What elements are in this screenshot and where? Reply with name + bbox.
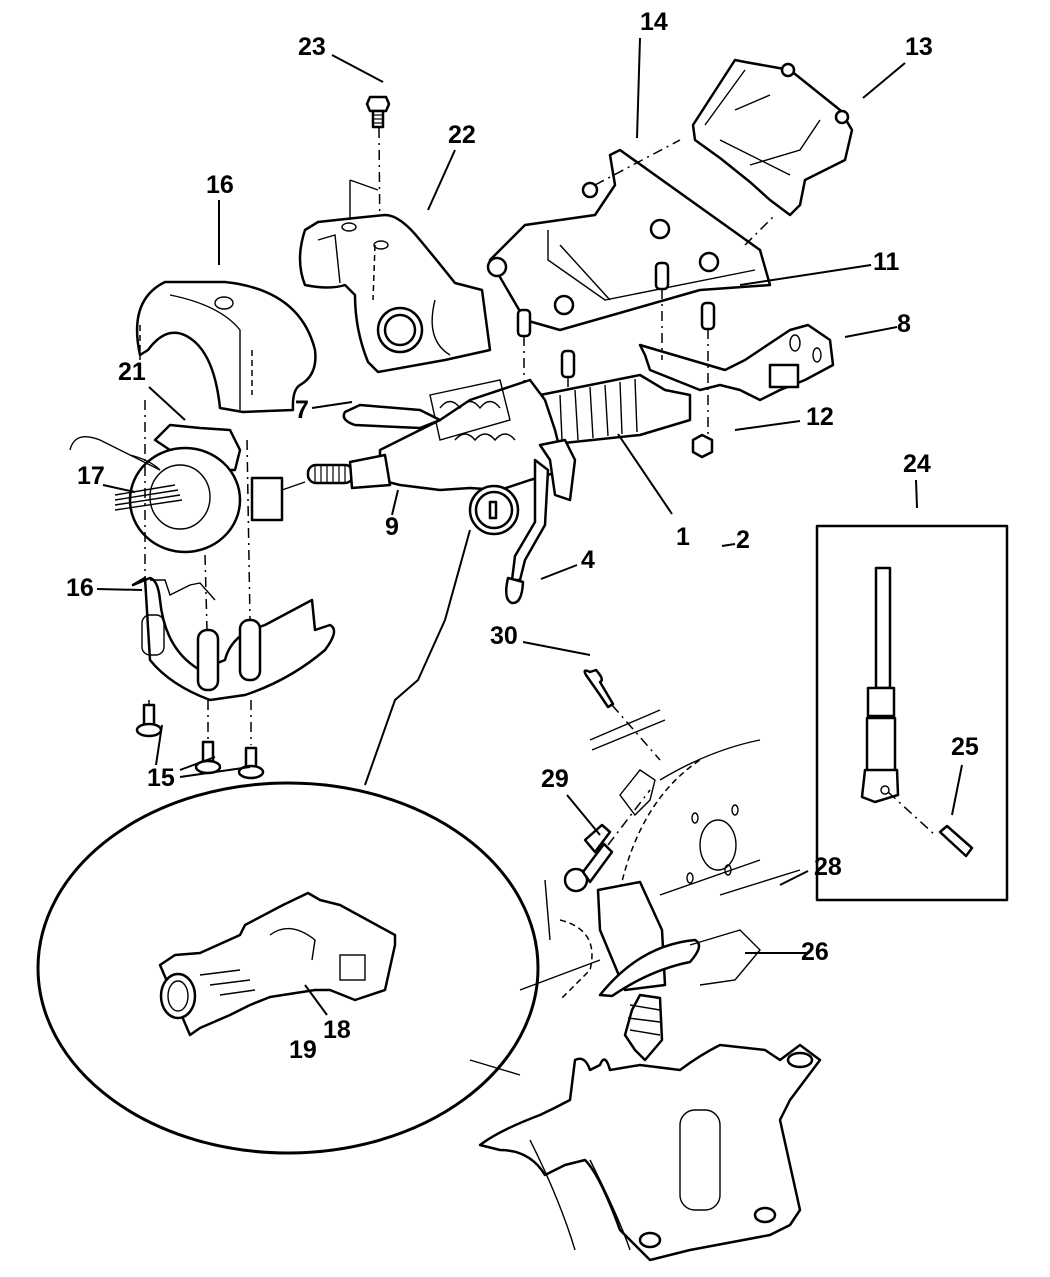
part-13-support-bracket (691, 58, 854, 217)
part-11-studs (516, 261, 716, 445)
callout-19: 19 (289, 1036, 317, 1064)
callout-16-upper: 16 (206, 171, 234, 199)
part-30-clip (583, 668, 661, 761)
callout-29: 29 (541, 765, 569, 793)
part-23-bolt (365, 95, 391, 251)
part-7-lever (342, 403, 442, 430)
callout-7: 7 (295, 396, 309, 424)
callout-26: 26 (801, 938, 829, 966)
callout-25: 25 (951, 733, 979, 761)
callout-11: 11 (873, 248, 900, 276)
callout-28: 28 (814, 853, 842, 881)
part-29-screw (563, 769, 656, 893)
part-1-steering-column (306, 373, 692, 536)
callout-16-lower: 16 (66, 574, 94, 602)
callout-24: 24 (903, 450, 931, 478)
callout-2: 2 (736, 526, 750, 554)
callout-21: 21 (118, 358, 146, 386)
callout-18: 18 (323, 1016, 351, 1044)
callout-1: 1 (676, 523, 690, 551)
callout-9: 9 (385, 513, 399, 541)
callout-4: 4 (581, 546, 595, 574)
part-8-column-bracket (638, 323, 835, 402)
detail-circle-ignition (36, 529, 540, 1155)
steering-gear-bracket (478, 993, 822, 1262)
part-21-switch-housing (128, 423, 306, 554)
part-4-shift-lever (504, 438, 577, 605)
part-24-intermediate-shaft-kit (815, 524, 1009, 902)
callout-17: 17 (77, 462, 105, 490)
callout-22: 22 (448, 121, 476, 149)
callout-30: 30 (490, 622, 518, 650)
callout-12: 12 (806, 403, 834, 431)
part-26-seal-plate (598, 929, 761, 998)
part-12-nut (691, 433, 714, 459)
callout-14: 14 (640, 8, 668, 36)
callout-8: 8 (897, 310, 911, 338)
part-16-lower-shroud (131, 400, 336, 702)
callout-labels: 23 14 13 22 16 11 8 21 7 12 17 24 9 1 2 … (66, 8, 979, 1064)
part-16-upper-shroud (135, 280, 317, 414)
callout-15: 15 (147, 764, 175, 792)
leader-lines (96, 37, 963, 1016)
part-14-mounting-plate (486, 139, 776, 332)
body-structure-outline (469, 709, 801, 1076)
callout-23: 23 (298, 33, 326, 61)
part-22-shroud-bracket (298, 179, 492, 374)
part-15-screws (135, 700, 265, 780)
callout-13: 13 (905, 33, 933, 61)
